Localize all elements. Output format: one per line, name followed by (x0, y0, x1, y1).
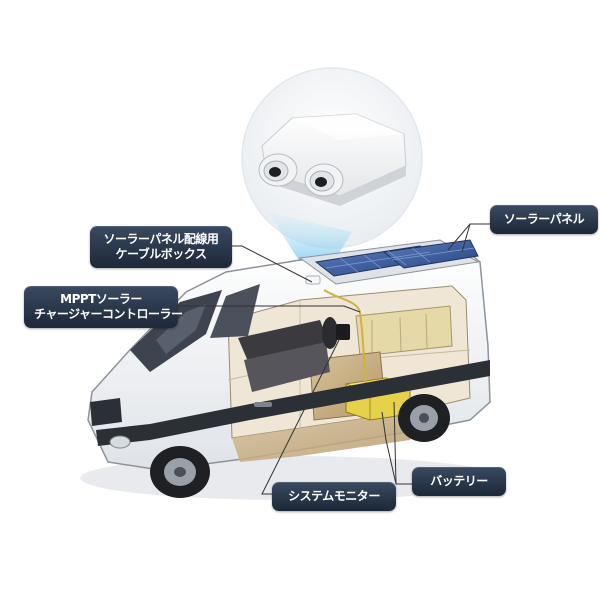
grille (90, 398, 122, 426)
label-battery: バッテリー (412, 467, 506, 496)
label-system-monitor-text: システムモニター (288, 489, 380, 503)
callout-solar-panel-2 (461, 223, 471, 253)
side-window (210, 284, 260, 338)
label-solar-cable-box-line2: ケーブルボックス (115, 247, 207, 261)
callout-battery-2 (381, 411, 397, 485)
rear-wheel (398, 394, 450, 442)
front-wheel (150, 446, 210, 498)
callout-mppt (158, 305, 361, 313)
junction-box-icon (258, 113, 407, 206)
interior-floor (232, 410, 420, 462)
callout-monitor (261, 337, 341, 495)
label-mppt-controller-line1: MPPTソーラー (60, 292, 142, 306)
camper-van (80, 239, 500, 500)
callout-lines (158, 223, 490, 495)
headlight (109, 435, 131, 449)
sofa (238, 320, 330, 366)
cabinet (355, 305, 453, 357)
roof-junction-box (305, 275, 321, 285)
label-solar-cable-box-line1: ソーラーパネル配線用 (103, 232, 219, 246)
label-solar-panel: ソーラーパネル (490, 205, 598, 234)
label-mppt-controller: MPPTソーラー チャージャーコントローラー (24, 286, 183, 328)
van-stripe (96, 360, 490, 446)
label-mppt-controller-line2: チャージャーコントローラー (34, 307, 183, 321)
solar-panel-device (314, 239, 479, 277)
label-solar-panel-text: ソーラーパネル (503, 212, 585, 226)
door-handle (254, 402, 272, 407)
system-monitor-device (336, 324, 350, 340)
label-battery-text: バッテリー (430, 474, 488, 488)
label-solar-cable-box: ソーラーパネル配線用 ケーブルボックス (90, 226, 232, 268)
label-system-monitor: システムモニター (272, 482, 396, 511)
junction-box-closeup (241, 67, 423, 268)
